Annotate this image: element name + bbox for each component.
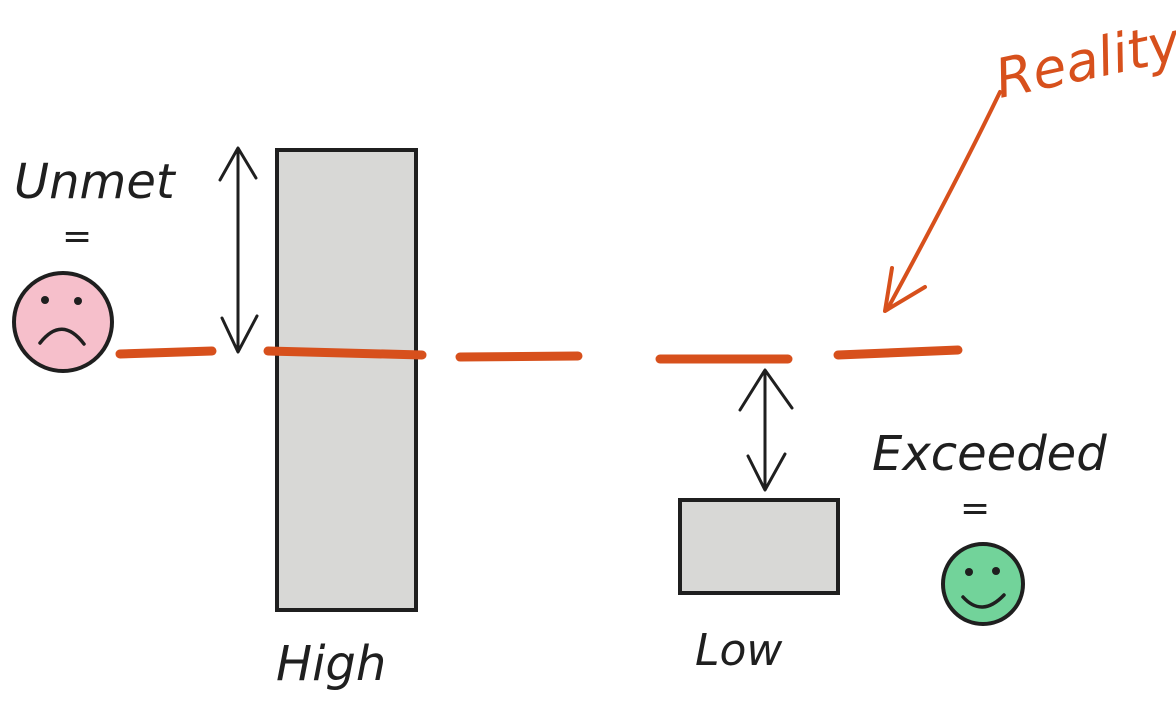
unmet-equals: = [62, 216, 92, 257]
unmet-gap-double-arrow [218, 146, 259, 354]
reality-label: Reality [990, 10, 1176, 111]
reality-line-segment [455, 351, 583, 362]
low-expectation-bar [678, 498, 840, 595]
reality-line-segment [833, 345, 963, 360]
high-label: High [276, 636, 386, 692]
exceeded-label: Exceeded [872, 426, 1107, 482]
reality-pointer-arrowhead [883, 266, 927, 313]
reality-line-segment [263, 346, 427, 360]
sad-face-icon [12, 271, 114, 373]
exceeded-equals: = [960, 488, 990, 529]
unmet-label: Unmet [14, 154, 177, 210]
reality-pointer-arrow [886, 90, 1002, 310]
reality-line-segment [115, 346, 217, 359]
happy-face-icon [941, 542, 1025, 626]
reality-line [115, 345, 963, 364]
low-label: Low [695, 625, 783, 676]
exceeded-gap-double-arrow [738, 368, 794, 492]
high-expectation-bar [275, 148, 418, 612]
